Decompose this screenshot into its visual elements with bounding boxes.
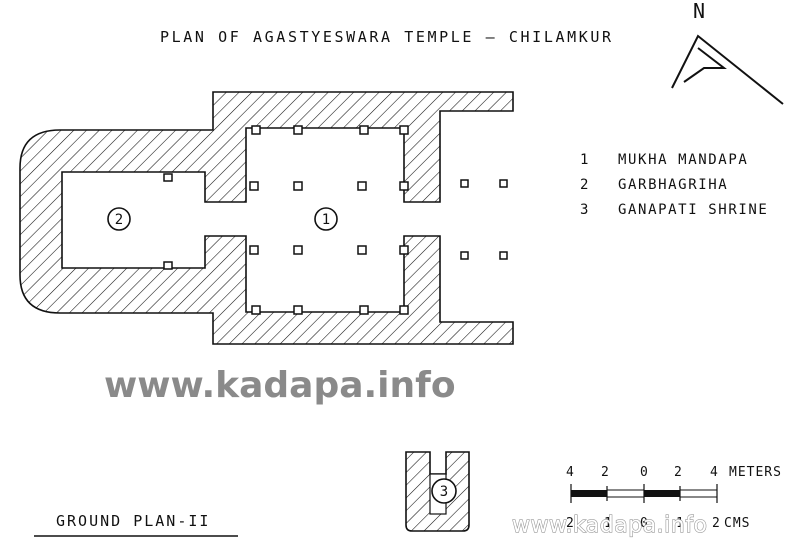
svg-text:2: 2 xyxy=(674,465,683,480)
north-label: N xyxy=(693,0,705,23)
legend-label-3: GANAPATI SHRINE xyxy=(618,202,768,218)
svg-text:1: 1 xyxy=(604,516,613,531)
svg-text:GROUND PLAN-II: GROUND PLAN-II xyxy=(56,512,210,530)
legend-label-2: GARBHAGRIHA xyxy=(618,177,728,193)
room-marker-2: 2 xyxy=(107,207,131,231)
room-marker-3: 3 xyxy=(440,484,448,500)
pillars xyxy=(163,125,508,315)
legend-num-2: 2 xyxy=(580,177,590,193)
plan-title: PLAN OF AGASTYESWARA TEMPLE – CHILAMKUR xyxy=(160,28,614,46)
svg-text:4: 4 xyxy=(710,465,719,480)
svg-text:0: 0 xyxy=(640,465,649,480)
legend: 1 MUKHA MANDAPA 2 GARBHAGRIHA 3 GANAPATI… xyxy=(580,152,768,218)
svg-text:2: 2 xyxy=(712,516,721,531)
svg-text:4: 4 xyxy=(566,465,575,480)
scale-unit-cms: CMS xyxy=(724,516,750,531)
ganapati-shrine: 3 xyxy=(405,451,470,532)
room-marker-1: 1 xyxy=(314,207,338,231)
watermark-main: www.kadapa.info xyxy=(104,365,456,406)
main-temple-walls xyxy=(19,91,514,345)
svg-text:2: 2 xyxy=(601,465,610,480)
scale-unit-meters: METERS xyxy=(729,465,782,480)
svg-text:1: 1 xyxy=(676,516,685,531)
svg-text:2: 2 xyxy=(566,516,575,531)
north-arrow: N xyxy=(671,0,784,105)
svg-text:0: 0 xyxy=(640,516,649,531)
svg-text:1: 1 xyxy=(322,212,330,228)
scale-bar: 4 2 0 2 4 METERS 2 1 0 1 2 CMS xyxy=(566,465,782,531)
ground-plan-label: GROUND PLAN-II xyxy=(34,512,238,537)
legend-label-1: MUKHA MANDAPA xyxy=(618,152,748,168)
watermark-corner: www.kadapa.info xyxy=(512,513,707,538)
legend-num-1: 1 xyxy=(580,152,590,168)
legend-num-3: 3 xyxy=(580,202,590,218)
svg-text:2: 2 xyxy=(115,212,123,228)
